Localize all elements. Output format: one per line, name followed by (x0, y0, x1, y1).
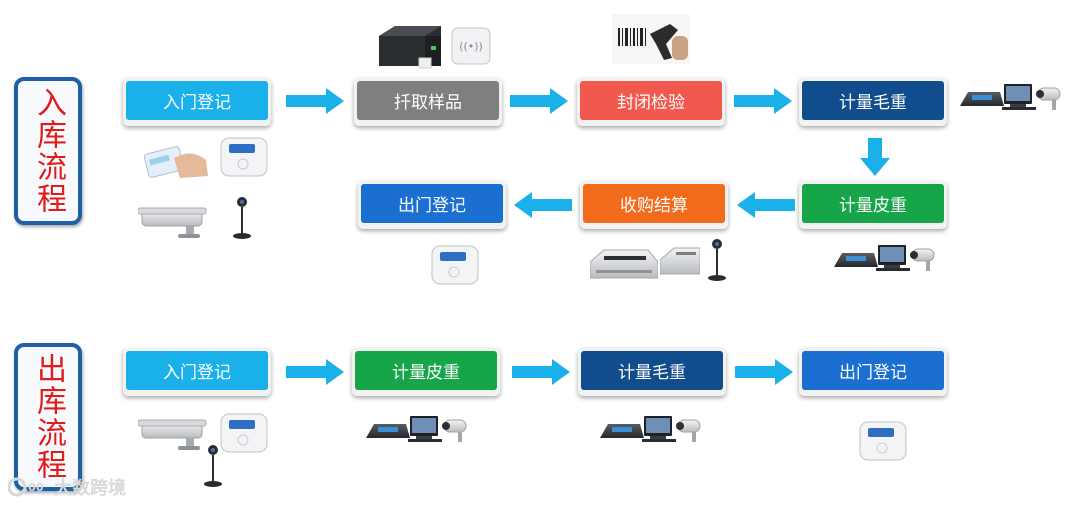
watermark: 100 大数跨境 (8, 474, 126, 500)
arrow-right-icon (286, 88, 344, 114)
step-label: 扦取样品 (357, 81, 499, 120)
arrow-right-icon (734, 88, 792, 114)
card-reader-icon (431, 245, 479, 285)
weighing-station-icon (600, 415, 701, 443)
step-label: 计量皮重 (802, 184, 944, 223)
step-inbound-gross-weight: 计量毛重 (799, 78, 947, 126)
step-label: 计量毛重 (802, 81, 944, 120)
step-inbound-tare-weight: 计量皮重 (799, 181, 947, 229)
step-outbound-tare-weight: 计量皮重 (352, 348, 500, 396)
step-outbound-exit-registration: 出门登记 (799, 348, 947, 396)
outbound-process-tag: 出库流程 (14, 343, 82, 491)
arrow-left-icon (514, 192, 572, 218)
step-label: 计量皮重 (355, 351, 497, 390)
arrow-down-icon (860, 138, 890, 176)
step-label: 计量毛重 (581, 351, 723, 390)
inbound-process-label: 入库流程 (31, 87, 66, 215)
security-camera-icon (138, 207, 207, 239)
card-reader-icon (220, 413, 268, 453)
arrow-right-icon (512, 359, 570, 385)
watermark-text: 大数跨境 (54, 478, 126, 499)
step-label: 收购结算 (583, 184, 725, 223)
step-outbound-gross-weight: 计量毛重 (578, 348, 726, 396)
weighing-station-icon (366, 415, 467, 443)
webcam-icon (204, 445, 222, 487)
ic-card-icon (143, 146, 208, 178)
webcam-icon (233, 197, 251, 239)
step-inbound-settlement: 收购结算 (580, 181, 728, 229)
step-inbound-sealed-inspection: 封闭检验 (577, 78, 725, 126)
step-inbound-entry-registration: 入门登记 (123, 78, 271, 126)
weighing-station-icon (834, 244, 935, 272)
outbound-process-label: 出库流程 (31, 353, 66, 481)
arrow-left-icon (737, 192, 795, 218)
label-printer-icon (379, 26, 441, 69)
brand-logo-icon: 100 (8, 477, 44, 497)
webcam-icon (708, 239, 726, 281)
card-reader-icon (220, 137, 268, 177)
step-inbound-sampling: 扦取样品 (354, 78, 502, 126)
brand-logo-text: 100 (21, 481, 44, 494)
arrow-right-icon (510, 88, 568, 114)
security-camera-icon (138, 419, 207, 451)
arrow-right-icon (286, 359, 344, 385)
weighing-station-icon (960, 83, 1061, 111)
card-dispenser-icon (660, 247, 700, 275)
dot-matrix-printer-icon (590, 249, 658, 279)
barcode-scanner-icon (612, 14, 690, 64)
step-label: 入门登记 (126, 81, 268, 120)
step-label: 出门登记 (802, 351, 944, 390)
rfid-reader-icon: ((•)) (451, 27, 491, 65)
step-label: 入门登记 (126, 351, 268, 390)
step-label: 出门登记 (361, 184, 503, 223)
svg-text:((•)): ((•)) (459, 40, 483, 53)
step-outbound-entry-registration: 入门登记 (123, 348, 271, 396)
step-inbound-exit-registration: 出门登记 (358, 181, 506, 229)
arrow-right-icon (735, 359, 793, 385)
card-reader-icon (859, 421, 907, 461)
step-label: 封闭检验 (580, 81, 722, 120)
inbound-process-tag: 入库流程 (14, 77, 82, 225)
